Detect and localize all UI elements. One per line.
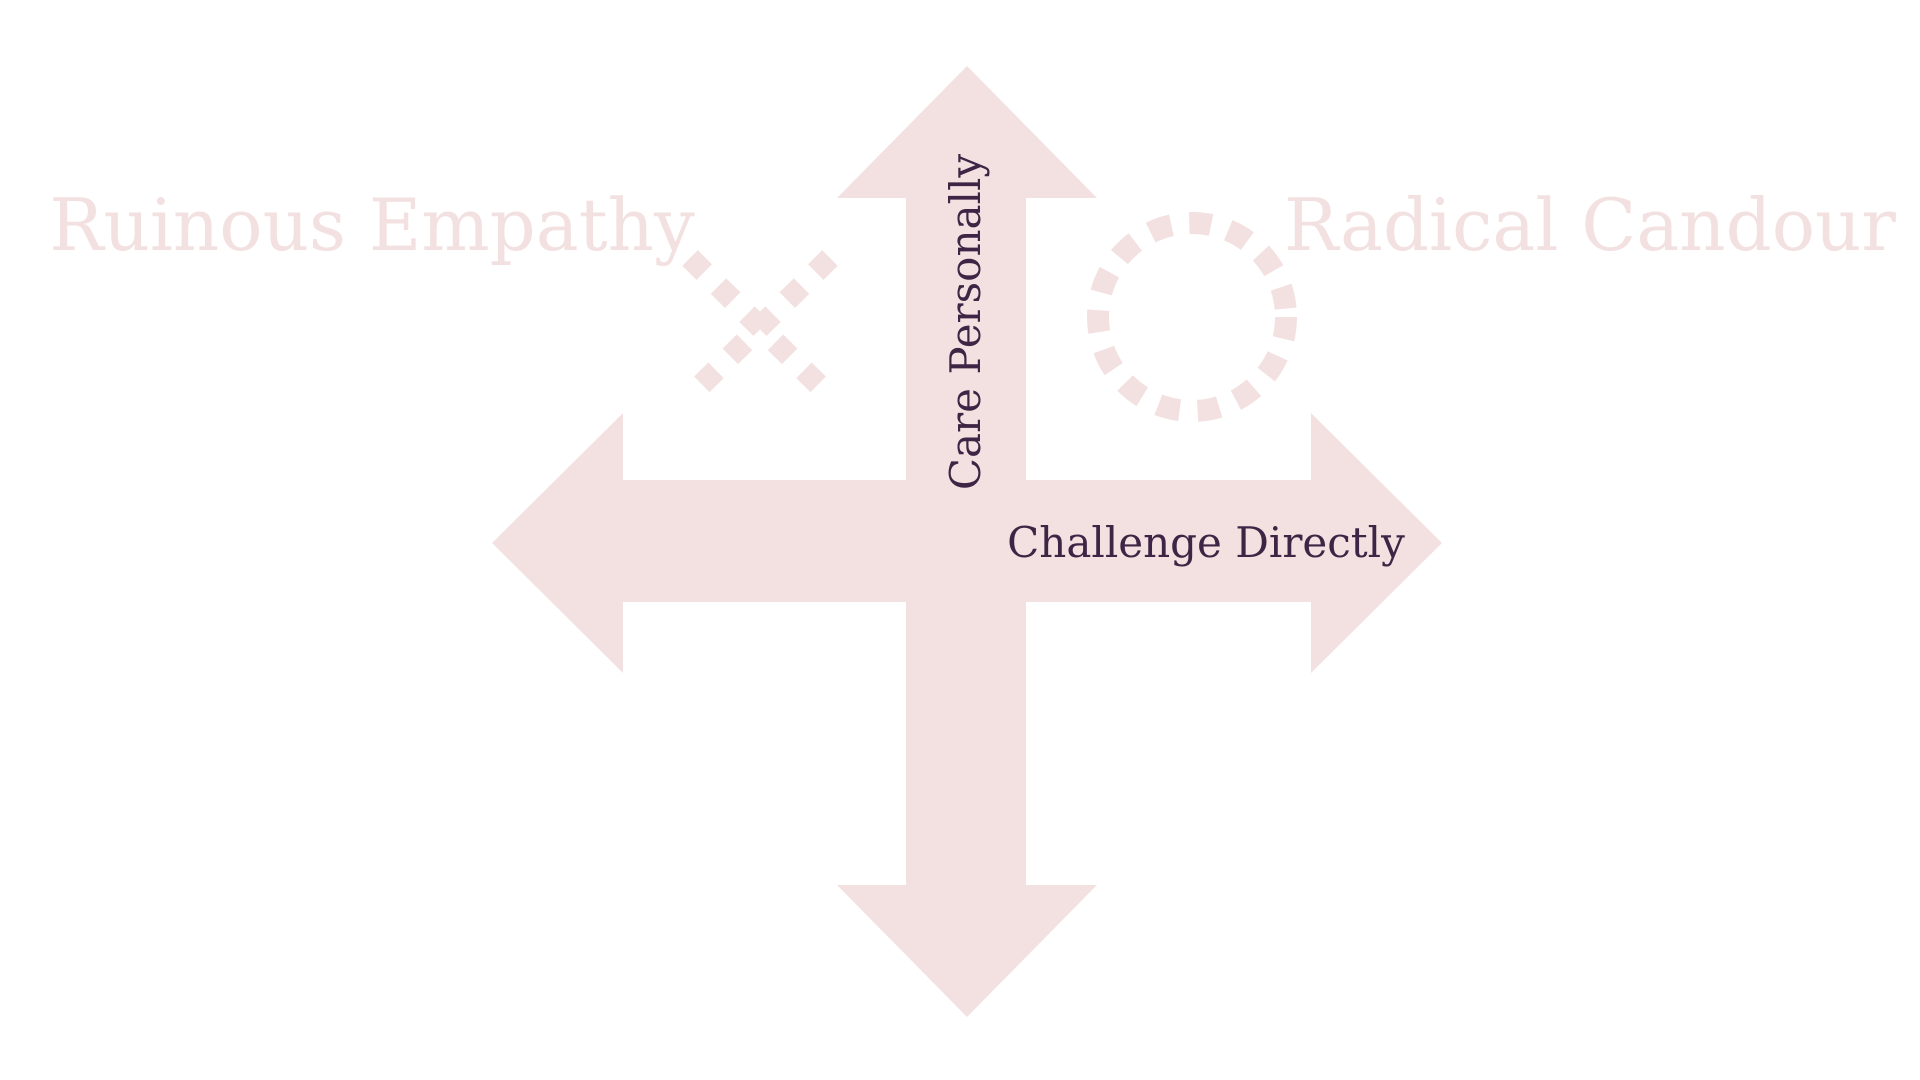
dotted-circle-icon — [1087, 212, 1297, 422]
dotted-x-icon — [682, 250, 838, 404]
quadrant-label-ruinous-empathy: Ruinous Empathy — [49, 183, 695, 267]
four-way-arrow-shape — [492, 66, 1442, 1017]
axis-label-challenge-directly: Challenge Directly — [1007, 518, 1405, 567]
dotted-x-stroke-2 — [682, 250, 838, 404]
axis-label-care-personally: Care Personally — [941, 154, 990, 491]
quadrant-label-radical-candour: Radical Candour — [1284, 183, 1896, 267]
